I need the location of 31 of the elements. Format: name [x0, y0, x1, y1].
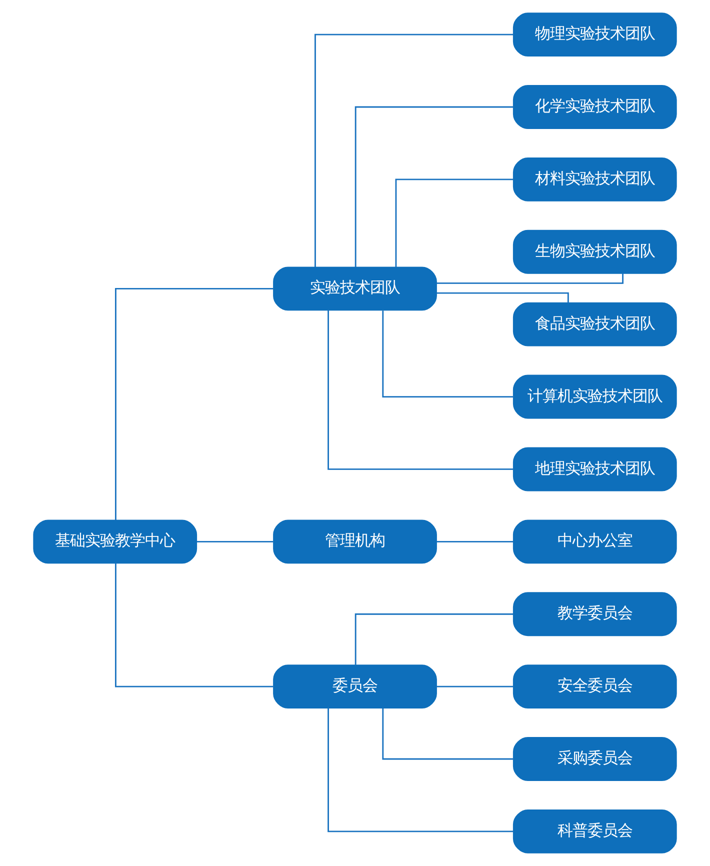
connector [436, 686, 514, 688]
connector [114, 563, 274, 688]
connector [114, 288, 274, 520]
node-box: 科普委员会 [512, 809, 677, 854]
node-box: 管理机构 [273, 520, 437, 564]
node-box: 材料实验技术团队 [512, 157, 677, 202]
node-box: 采购委员会 [512, 737, 677, 781]
node-box: 生物实验技术团队 [512, 230, 677, 274]
node-box: 实验技术团队 [273, 266, 437, 311]
node-box: 食品实验技术团队 [512, 302, 677, 346]
connector [395, 178, 514, 268]
node-box: 基础实验教学中心 [33, 520, 198, 564]
connector [436, 540, 514, 542]
node-box: 地理实验技术团队 [512, 447, 677, 492]
connector [196, 540, 274, 542]
connector [328, 708, 514, 832]
node-box: 委员会 [273, 664, 437, 709]
connector [382, 708, 514, 760]
connector [436, 273, 624, 284]
node-box: 安全委员会 [512, 664, 677, 709]
connector [354, 106, 514, 268]
connector [314, 34, 514, 268]
node-box: 教学委员会 [512, 592, 677, 636]
connector [354, 613, 514, 665]
node-box: 中心办公室 [512, 520, 677, 564]
connector [382, 310, 514, 398]
connector [328, 310, 514, 470]
node-box: 化学实验技术团队 [512, 85, 677, 129]
connector [436, 292, 569, 303]
node-box: 计算机实验技术团队 [512, 374, 677, 419]
node-box: 物理实验技术团队 [512, 12, 677, 57]
